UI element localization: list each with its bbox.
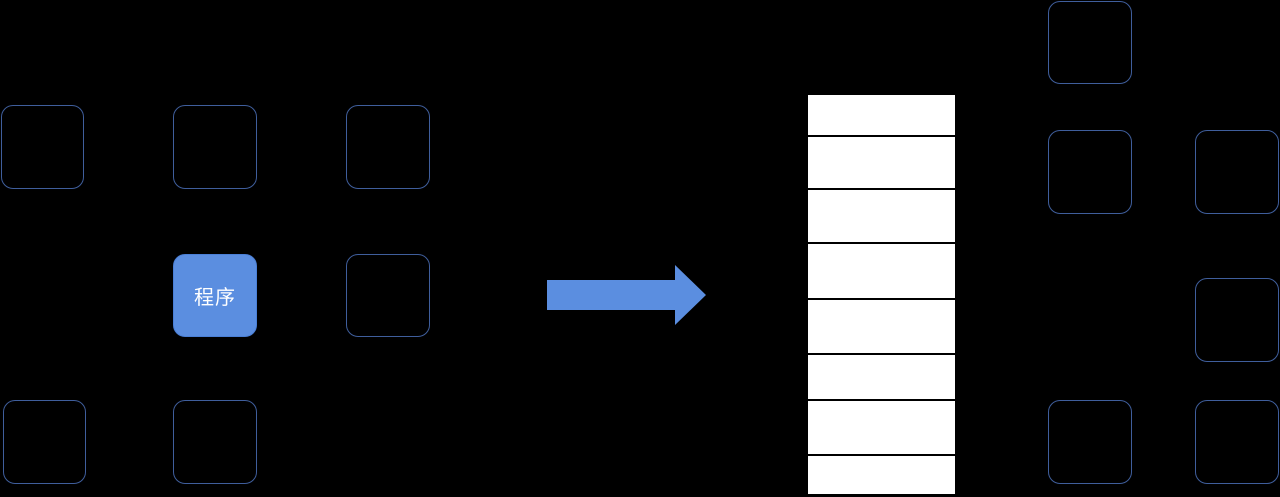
transition-arrow — [547, 265, 706, 325]
node-right-row2-col1 — [1048, 130, 1132, 214]
slot-divider-6 — [808, 399, 955, 401]
node-right-row3-col2 — [1195, 278, 1279, 362]
node-left-row3-col1 — [3, 400, 86, 484]
slot-divider-7 — [808, 454, 955, 456]
node-left-row1-col1 — [1, 105, 84, 189]
node-left-row3-col2 — [173, 400, 257, 484]
node-right-row4-col2 — [1195, 400, 1279, 484]
node-program: 程序 — [173, 254, 257, 337]
node-program-label: 程序 — [194, 285, 236, 309]
node-left-row1-col2 — [173, 105, 257, 189]
slot-divider-2 — [808, 188, 955, 190]
node-left-row1-col3 — [346, 105, 430, 189]
arrow-shape — [547, 265, 706, 325]
node-left-row2-col3 — [346, 254, 430, 337]
slot-divider-1 — [808, 135, 955, 137]
node-right-top — [1048, 1, 1132, 84]
node-right-row4-col1 — [1048, 400, 1132, 484]
slot-divider-5 — [808, 353, 955, 355]
slot-divider-3 — [808, 242, 955, 244]
slot-divider-4 — [808, 298, 955, 300]
node-right-row2-col2 — [1195, 130, 1279, 214]
memory-stack — [808, 95, 955, 494]
